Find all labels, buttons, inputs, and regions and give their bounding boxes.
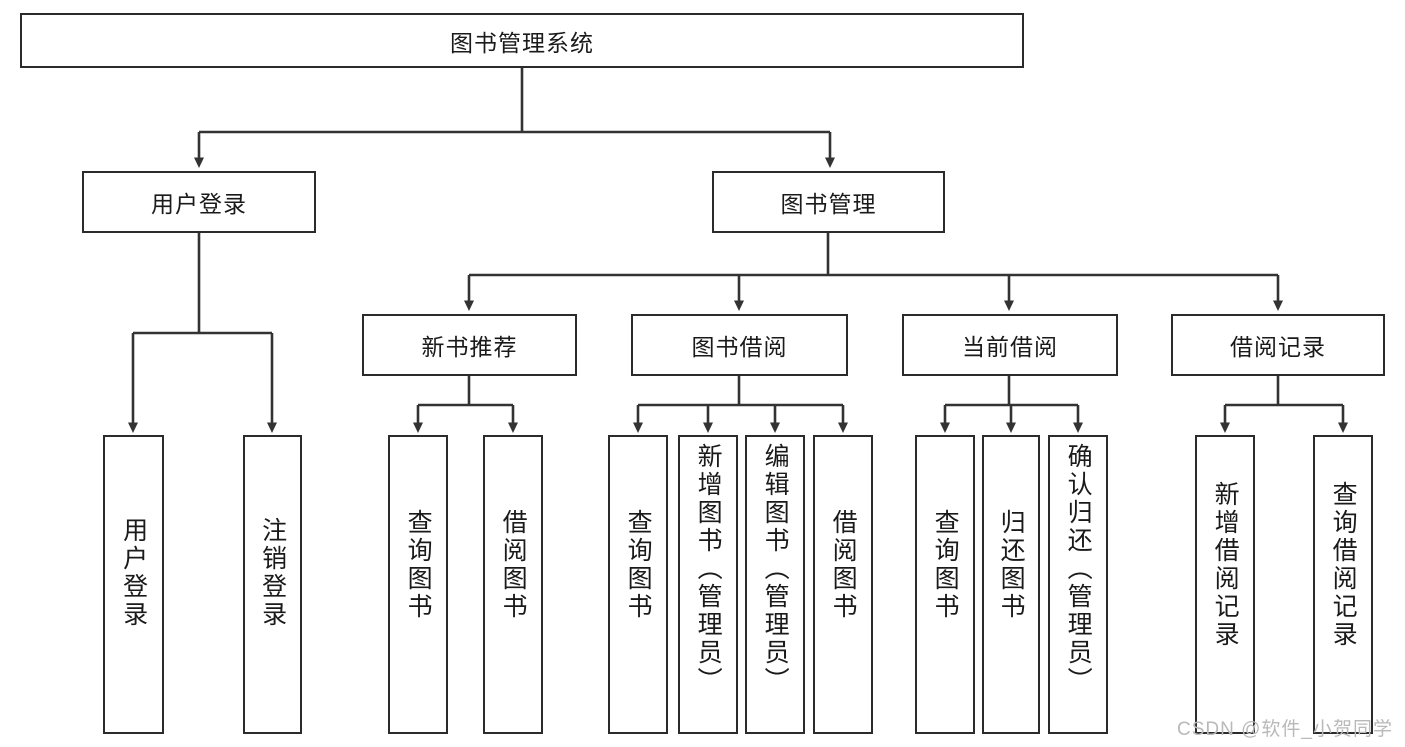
node-leaf-confirm-return-admin[interactable]: 确认归还（管理员） bbox=[1048, 435, 1108, 734]
node-label: 当前借阅 bbox=[962, 334, 1058, 360]
node-root-system[interactable]: 图书管理系统 bbox=[20, 13, 1024, 68]
node-leaf-query-borrow-record[interactable]: 查询借阅记录 bbox=[1313, 435, 1373, 734]
node-leaf-query-books-3[interactable]: 查询图书 bbox=[915, 435, 975, 734]
node-book-borrowing[interactable]: 图书借阅 bbox=[631, 314, 848, 376]
node-label: 新书推荐 bbox=[421, 334, 518, 360]
node-borrow-records[interactable]: 借阅记录 bbox=[1171, 314, 1385, 376]
node-label: 注销登录 bbox=[258, 517, 287, 629]
node-leaf-edit-book-admin[interactable]: 编辑图书（管理员） bbox=[745, 435, 805, 734]
node-label: 图书管理系统 bbox=[450, 29, 594, 56]
node-leaf-query-books-1[interactable]: 查询图书 bbox=[388, 435, 448, 734]
node-label: 借阅图书 bbox=[499, 509, 528, 621]
node-leaf-borrow-books-1[interactable]: 借阅图书 bbox=[483, 435, 543, 734]
node-leaf-query-books-2[interactable]: 查询图书 bbox=[608, 435, 668, 734]
node-label: 查询图书 bbox=[931, 509, 960, 621]
node-label: 查询图书 bbox=[624, 509, 653, 621]
node-label: 借阅记录 bbox=[1230, 334, 1326, 360]
watermark-text: CSDN @软件_小贺同学 bbox=[1177, 719, 1393, 740]
node-current-borrowing[interactable]: 当前借阅 bbox=[902, 314, 1118, 376]
node-label: 归还图书 bbox=[997, 509, 1026, 621]
node-leaf-add-borrow-record[interactable]: 新增借阅记录 bbox=[1195, 435, 1255, 734]
node-leaf-borrow-books-2[interactable]: 借阅图书 bbox=[813, 435, 873, 734]
node-label: 用户登录 bbox=[151, 191, 247, 217]
node-new-book-recommendation[interactable]: 新书推荐 bbox=[362, 314, 577, 376]
node-leaf-user-login[interactable]: 用户登录 bbox=[103, 435, 164, 734]
node-label: 新增图书（管理员） bbox=[694, 443, 723, 695]
node-label: 编辑图书（管理员） bbox=[761, 443, 790, 695]
node-label: 图书借阅 bbox=[691, 334, 788, 360]
node-label: 借阅图书 bbox=[829, 509, 858, 621]
node-label: 查询借阅记录 bbox=[1329, 481, 1358, 649]
node-leaf-add-book-admin[interactable]: 新增图书（管理员） bbox=[678, 435, 738, 734]
node-leaf-return-book[interactable]: 归还图书 bbox=[982, 435, 1040, 734]
node-label: 图书管理 bbox=[780, 191, 877, 217]
node-label: 新增借阅记录 bbox=[1211, 481, 1240, 649]
node-book-management[interactable]: 图书管理 bbox=[712, 171, 945, 233]
node-leaf-logout[interactable]: 注销登录 bbox=[243, 435, 302, 734]
node-label: 确认归还（管理员） bbox=[1064, 443, 1093, 695]
node-user-login[interactable]: 用户登录 bbox=[82, 171, 316, 233]
node-label: 查询图书 bbox=[404, 509, 433, 621]
node-label: 用户登录 bbox=[119, 517, 148, 629]
